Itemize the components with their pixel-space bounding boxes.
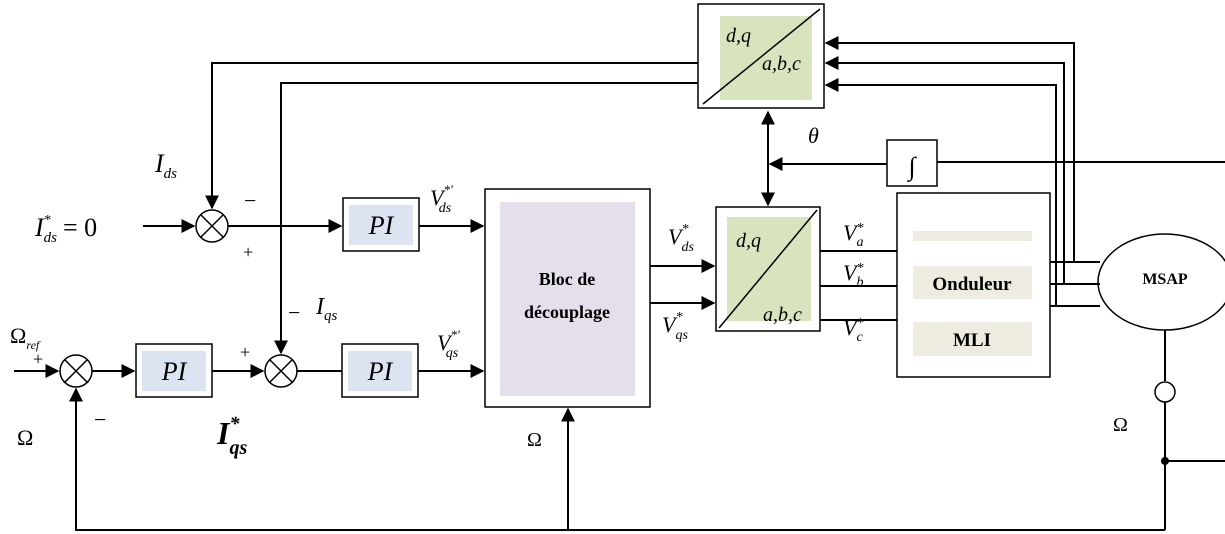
msap-motor: MSAP	[1097, 233, 1225, 331]
onduleur-panel	[913, 266, 1032, 299]
dq-to-abc-transform: d,q a,b,c	[715, 206, 821, 332]
label-v-qs: V*qs	[662, 310, 688, 343]
svg-text:PI: PI	[368, 211, 395, 240]
label-i-ds-ref: I*ds= 0	[34, 213, 97, 246]
label-omega-ref: Ωref	[10, 323, 41, 352]
label-i-qs-ref: I*qs	[216, 413, 247, 459]
summing-junction-speed	[59, 354, 93, 388]
transform-abc-label: a,b,c	[763, 304, 802, 326]
summing-junction-iq	[264, 354, 298, 388]
decoupling-fill	[500, 202, 635, 396]
inverter-block: Onduleur MLI	[896, 192, 1051, 378]
decoupling-label-line1: Bloc de	[539, 269, 596, 289]
label-theta: θ	[808, 123, 819, 148]
sign-plus-id: +	[243, 242, 253, 262]
mli-panel	[913, 322, 1032, 356]
label-v-qs-prime: V*'qs	[437, 327, 460, 361]
label-v-a: V*a	[843, 220, 863, 250]
wiring	[14, 36, 1225, 531]
label-omega-right: Ω	[1113, 414, 1128, 436]
sign-plus-speed: +	[33, 349, 43, 369]
dq-to-abc-transform-top: d,q a,b,c	[697, 3, 825, 109]
pi-id-controller: PI	[342, 197, 420, 252]
pi-speed-controller: PI	[135, 343, 213, 398]
label-i-qs: Iqs	[315, 294, 338, 324]
mli-label: MLI	[953, 330, 991, 351]
summing-junction-id	[195, 209, 229, 243]
svg-text:PI: PI	[367, 357, 394, 386]
msap-label: MSAP	[1142, 271, 1188, 288]
label-v-ds: V*ds	[668, 222, 694, 255]
decoupling-block: Bloc de découplage	[484, 188, 651, 408]
sign-plus-iq: +	[240, 342, 250, 362]
transform-top-diagonal	[702, 8, 821, 105]
transform-dq-label: d,q	[736, 230, 761, 252]
transform-top-fill	[720, 16, 812, 100]
label-i-ds: Ids	[154, 149, 177, 182]
transform-top-dq-label: d,q	[726, 25, 751, 47]
sign-minus-iq: −	[288, 300, 300, 325]
transform-top-abc-label: a,b,c	[762, 53, 801, 75]
inverter-bar	[913, 231, 1032, 241]
integrator-block: ∫	[886, 139, 938, 187]
svg-text:PI: PI	[161, 357, 188, 386]
pi-iq-controller: PI	[341, 343, 419, 398]
label-omega-mid: Ω	[527, 429, 542, 451]
label-v-b: V*b	[843, 260, 863, 290]
label-omega-left: Ω	[17, 425, 33, 450]
sign-minus-id: −	[244, 188, 256, 213]
speed-sensor-icon	[1154, 381, 1176, 403]
label-v-c: V*c	[843, 315, 863, 345]
label-v-ds-prime: V*'ds	[430, 182, 453, 216]
integrator-symbol: ∫	[906, 152, 917, 182]
onduleur-label: Onduleur	[932, 274, 1012, 295]
transform-diagonal	[718, 209, 818, 329]
decoupling-label-line2: découplage	[524, 302, 610, 322]
sign-minus-speed: −	[94, 407, 106, 432]
